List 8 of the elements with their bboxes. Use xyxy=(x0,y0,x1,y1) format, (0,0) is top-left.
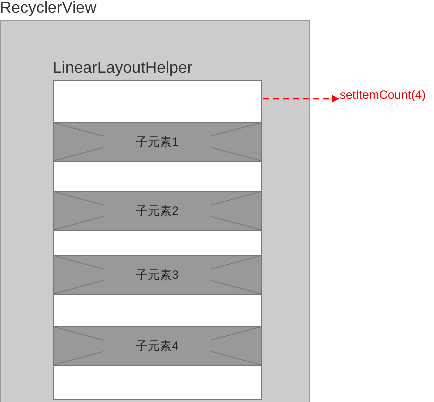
container-heading: RecyclerView xyxy=(0,0,97,18)
method-call-text: setItemCount(4) xyxy=(340,88,426,102)
item-label: 子元素1 xyxy=(135,134,180,151)
item-label: 子元素3 xyxy=(135,267,180,284)
container-heading: LinearLayoutHelper xyxy=(53,60,193,78)
item-label: 子元素2 xyxy=(135,203,180,220)
item-label: 子元素4 xyxy=(135,338,180,355)
dashed-arrow xyxy=(263,95,339,103)
